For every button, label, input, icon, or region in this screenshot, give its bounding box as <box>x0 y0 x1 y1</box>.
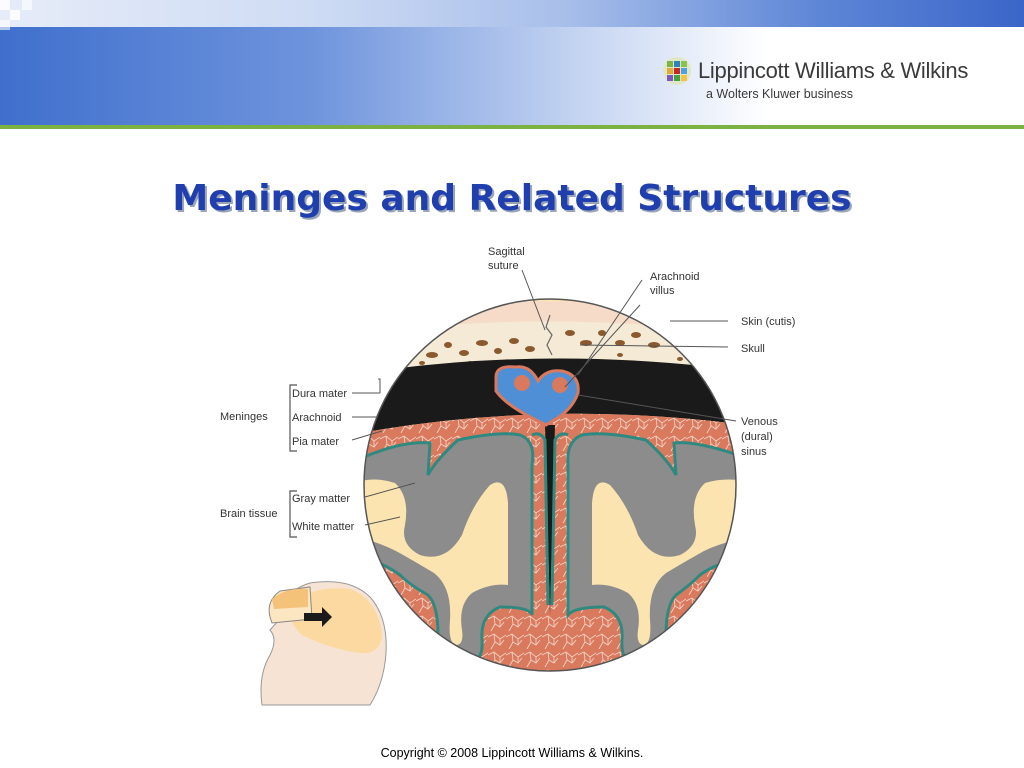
publisher-logo-icon <box>663 57 691 85</box>
publisher-name: Lippincott Williams & Wilkins <box>698 58 969 83</box>
label-skull: Skull <box>741 343 765 355</box>
corner-decoration <box>0 0 44 30</box>
meninges-bracket <box>289 384 297 452</box>
head-inset <box>260 581 387 706</box>
slide-title: Meninges and Related Structures <box>172 178 852 219</box>
publisher-logo: Lippincott Williams & Wilkins a Wolters … <box>662 54 1002 104</box>
brain-tissue-bracket <box>289 490 297 538</box>
label-venous-line2: (dural) <box>741 431 773 443</box>
label-arachnoid: Arachnoid <box>292 412 342 424</box>
label-white-matter: White matter <box>292 521 355 533</box>
label-venous-line1: Venous <box>741 416 778 428</box>
label-arachnoid-villus-line2: villus <box>650 285 675 297</box>
label-arachnoid-villus-line1: Arachnoid <box>650 271 700 283</box>
skull-layer <box>364 321 736 375</box>
label-brain-tissue: Brain tissue <box>220 508 278 520</box>
white-matter-right <box>592 479 736 645</box>
arachnoid-villus-left <box>514 375 530 391</box>
inset-arrow-icon <box>304 607 332 627</box>
cross-section-outline <box>363 298 737 672</box>
arachnoid-villus-right <box>552 377 568 393</box>
publisher-tagline: a Wolters Kluwer business <box>706 87 854 101</box>
copyright-notice: Copyright © 2008 Lippincott Williams & W… <box>380 746 644 760</box>
meninges-illustration <box>260 269 737 706</box>
white-matter-left <box>364 479 508 645</box>
pia-mater-midline <box>531 432 569 606</box>
label-sagittal-suture-line2: suture <box>488 260 519 272</box>
label-gray-matter: Gray matter <box>292 493 351 505</box>
label-sagittal-suture-line1: Sagittal <box>488 246 525 258</box>
label-meninges: Meninges <box>220 411 268 423</box>
falx-cerebri <box>545 425 555 615</box>
leader-lines <box>351 269 737 526</box>
label-pia-mater: Pia mater <box>292 436 340 448</box>
meninges-diagram: Sagittal suture Arachnoid villus Skin (c… <box>200 235 840 715</box>
label-skin: Skin (cutis) <box>741 316 796 328</box>
label-dura-mater: Dura mater <box>292 388 348 400</box>
sagittal-suture <box>545 314 553 356</box>
label-venous-line3: sinus <box>741 446 767 458</box>
header-top-stripe <box>0 0 1024 27</box>
cross-section <box>364 299 736 671</box>
header-green-rule <box>0 125 1024 129</box>
